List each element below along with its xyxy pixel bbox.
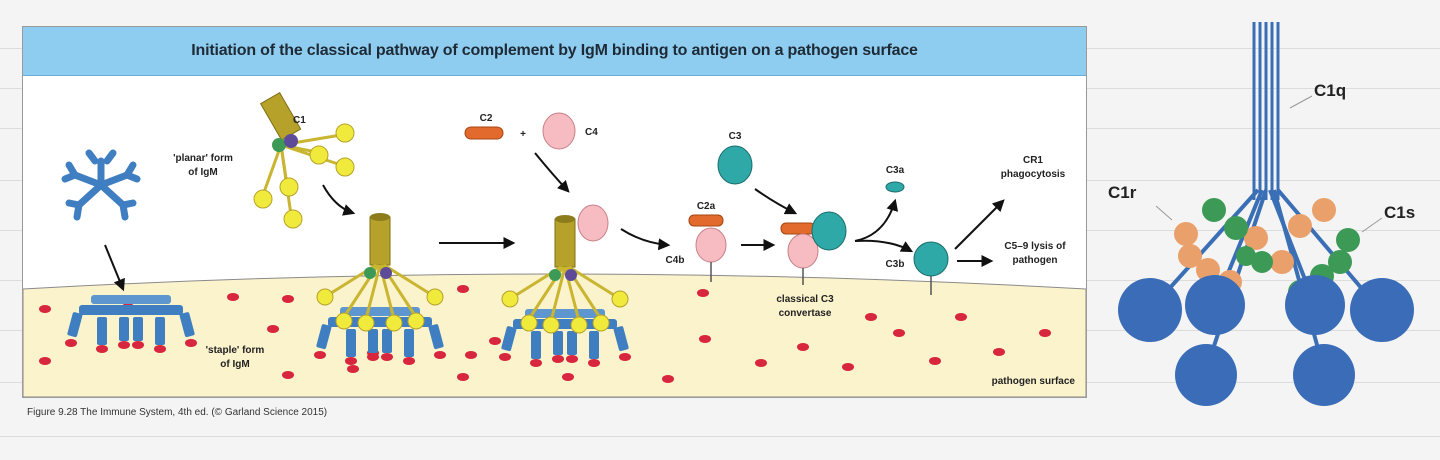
planar-form-label-2: of IgM — [188, 167, 217, 178]
planar-igm — [61, 149, 141, 221]
staple-form-label-1: 'staple' form — [206, 345, 265, 356]
classical-c3-label-1: classical C3 — [776, 294, 834, 305]
convertase-c3 — [811, 211, 847, 251]
figure-frame: Initiation of the classical pathway of c… — [22, 26, 1087, 398]
figure-caption: Figure 9.28 The Immune System, 4th ed. (… — [27, 407, 328, 418]
c1-model-diagram: C1q C1r C1s — [1108, 22, 1415, 406]
c1q-arms — [1148, 188, 1382, 371]
c2-label: C2 — [480, 113, 493, 124]
plus-sign: + — [520, 129, 526, 140]
cr1-label-1: CR1 — [1023, 155, 1043, 166]
cr1-label-2: phagocytosis — [1001, 169, 1066, 180]
c2a-label: C2a — [697, 201, 716, 212]
c5-label-1: C5–9 lysis of — [1004, 241, 1066, 252]
c4-cleaved — [577, 204, 609, 242]
c1-label: C1 — [293, 115, 306, 126]
arrow-c1-binds — [322, 184, 356, 216]
c4-label: C4 — [585, 127, 598, 138]
c1s-label: C1s — [1384, 203, 1415, 222]
pathogen-surface-label: pathogen surface — [992, 376, 1076, 387]
c2a-molecule — [688, 214, 724, 227]
c4b-molecule — [695, 227, 727, 263]
c1q-heads — [1118, 275, 1414, 406]
figure-title: Initiation of the classical pathway of c… — [191, 42, 918, 59]
arrow-c3a — [854, 198, 899, 242]
c4b-label: C4b — [666, 255, 685, 266]
arrow-planar-to-staple — [104, 244, 125, 292]
classical-c3-label-2: convertase — [779, 308, 832, 319]
arrow-c3-in — [754, 188, 798, 215]
c2-molecule — [464, 126, 504, 140]
arrow-c2-c4 — [534, 152, 570, 193]
c3a-label: C3a — [886, 165, 905, 176]
planar-form-label-1: 'planar' form — [173, 153, 233, 164]
c1q-stalk — [1252, 22, 1280, 200]
c3-molecule — [717, 145, 753, 185]
pathway-diagram: 'planar' form of IgM 'staple' form of Ig… — [23, 91, 1086, 397]
staple-form-label-2: of IgM — [220, 359, 249, 370]
c1r-label: C1r — [1108, 183, 1137, 202]
c3-label: C3 — [729, 131, 742, 142]
c4-molecule — [542, 112, 576, 150]
c3a-molecule — [885, 181, 905, 193]
c5-label-2: pathogen — [1013, 255, 1058, 266]
arrow-c3b — [854, 239, 914, 253]
c1-model-panel: C1q C1r C1s — [1090, 0, 1440, 455]
c1q-label: C1q — [1314, 81, 1346, 100]
free-c1 — [253, 91, 355, 229]
c3b-molecule — [913, 241, 949, 277]
convertase-c2a — [780, 222, 816, 235]
figure-title-bar: Initiation of the classical pathway of c… — [23, 27, 1086, 76]
arrow-to-c4b — [620, 228, 671, 251]
c3b-label: C3b — [886, 259, 905, 270]
arrow-cr1 — [954, 199, 1005, 250]
